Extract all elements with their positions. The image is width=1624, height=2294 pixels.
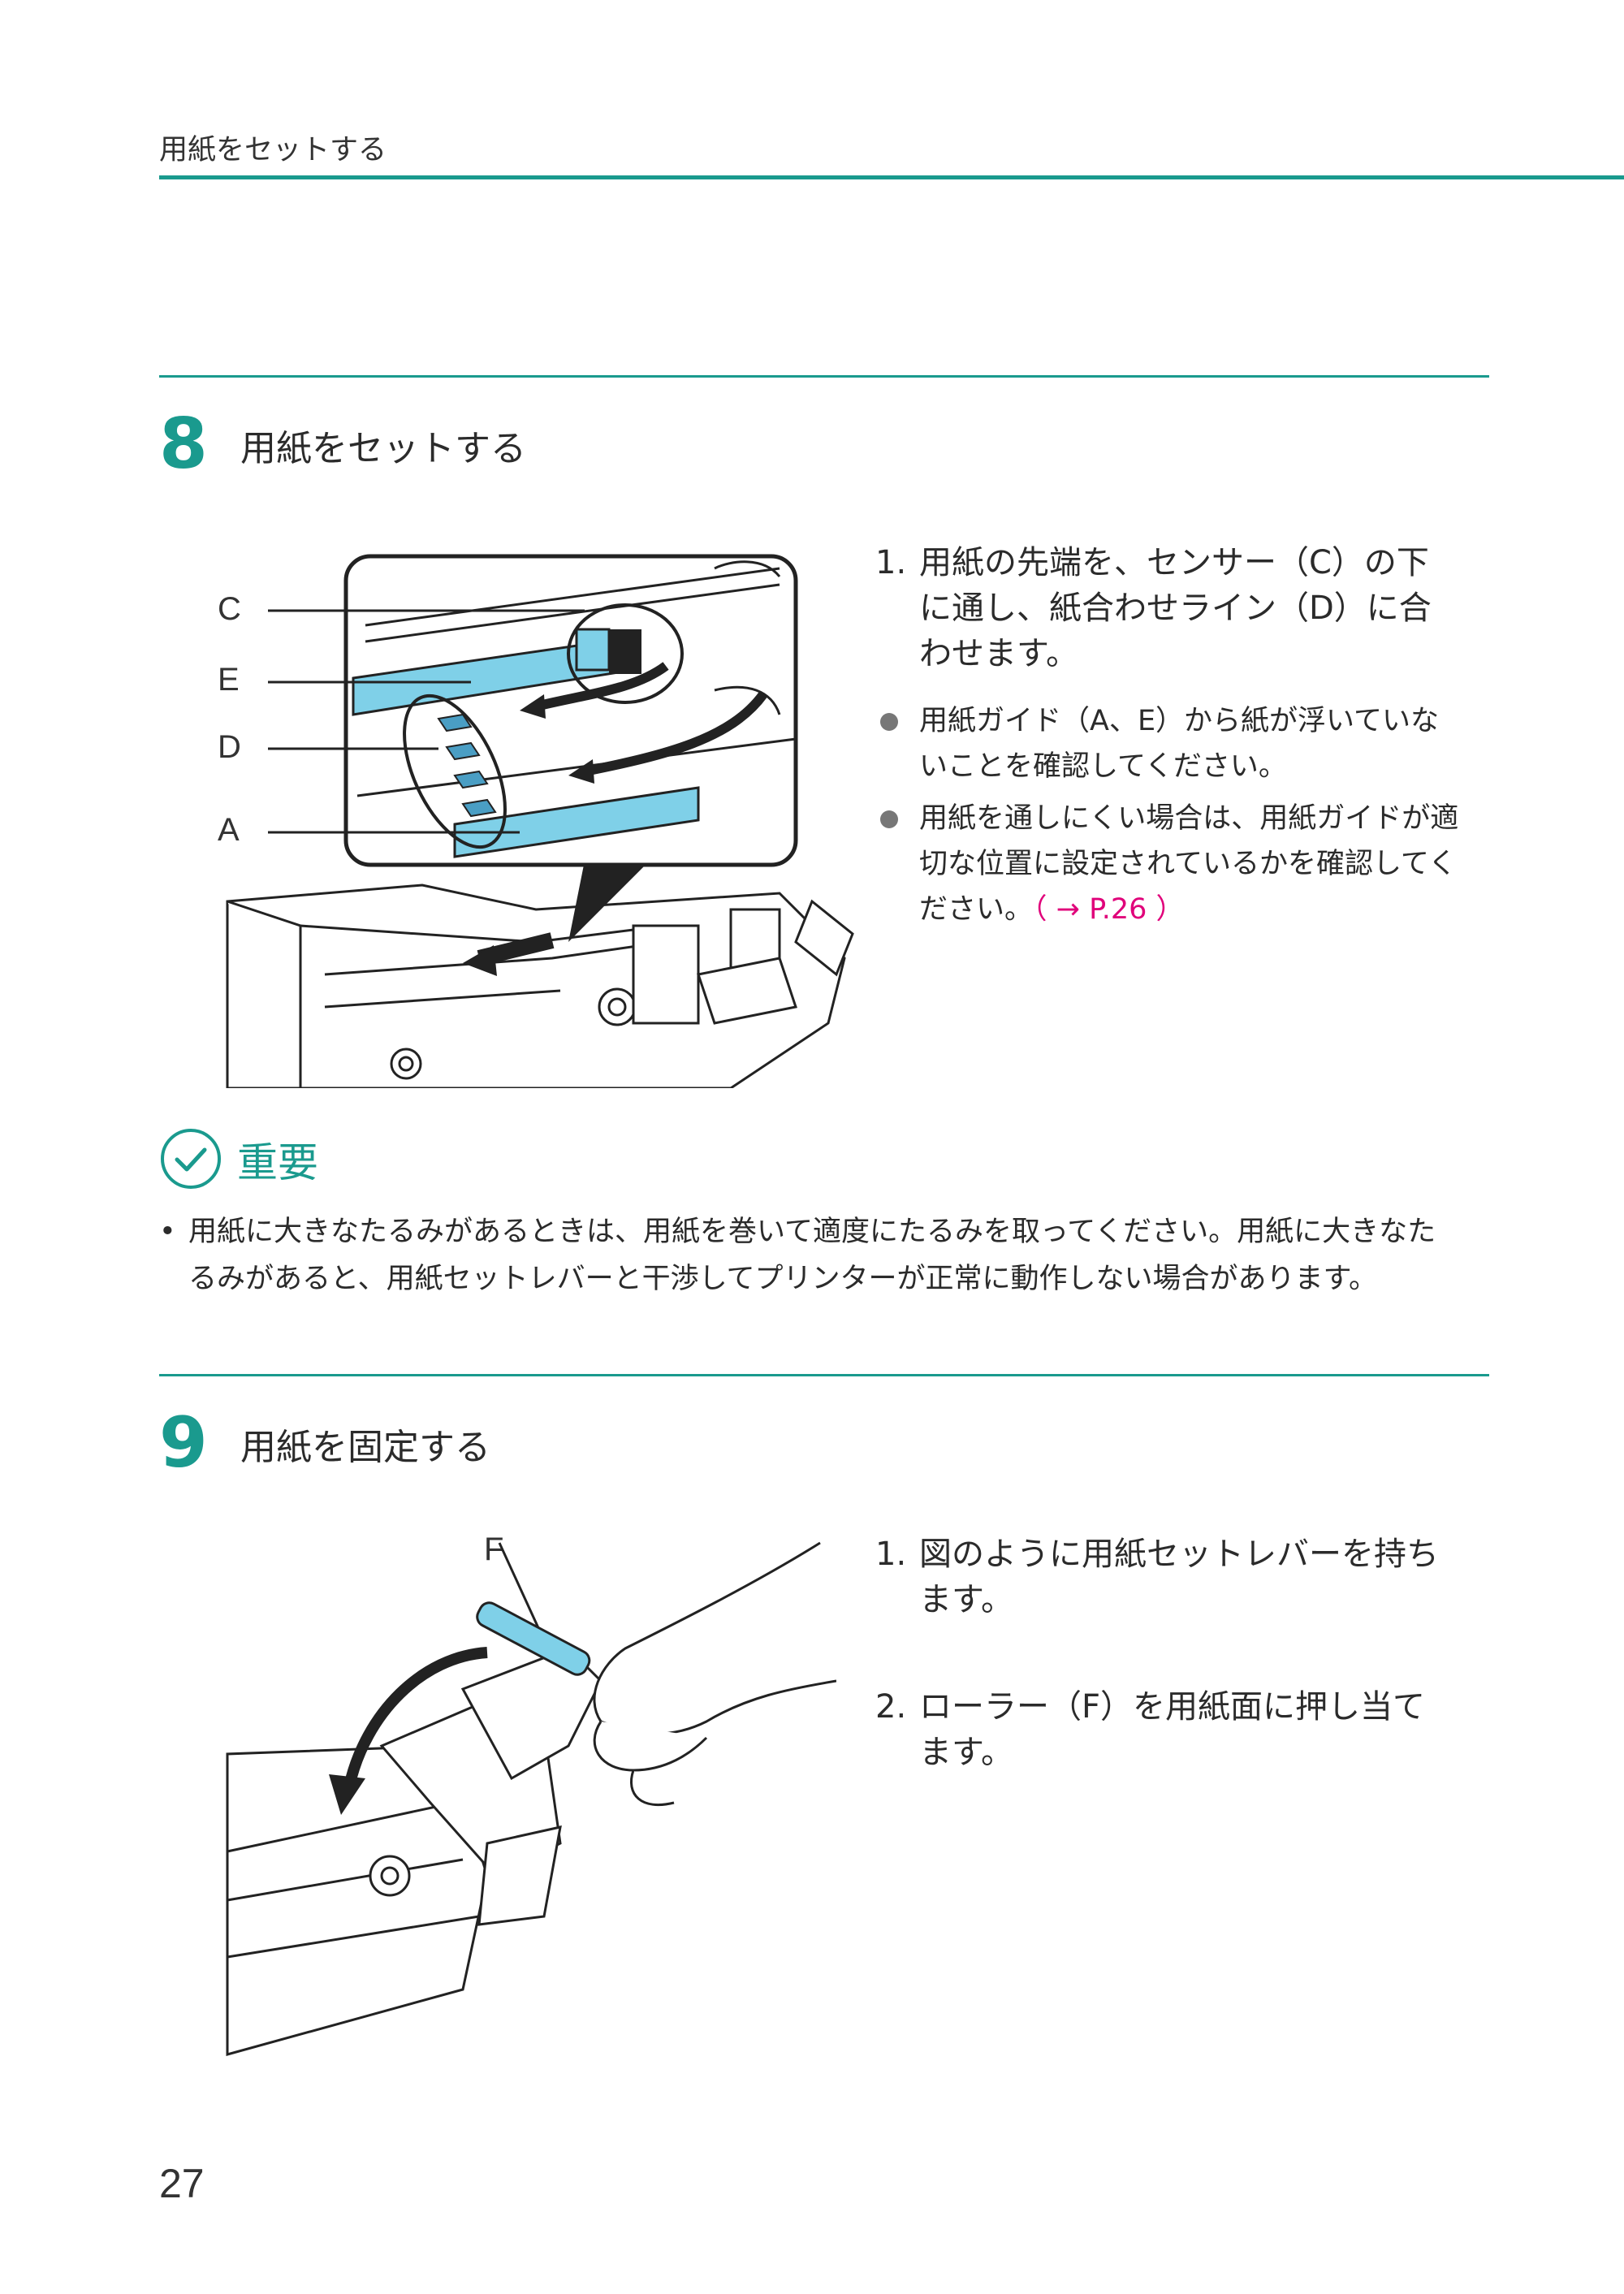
note-bullet: • — [159, 1216, 176, 1248]
step-title-8: 用紙をセットする — [240, 428, 526, 469]
label-f: F — [484, 1531, 504, 1567]
instruction-line: ます。 — [919, 1734, 1013, 1771]
step9-instruction-2: 2. ローラー（F）を用紙面に押し当て ます。 — [875, 1684, 1476, 1782]
instruction-line: ローラー（F）を用紙面に押し当て — [919, 1688, 1426, 1726]
paper-loading-illustration — [226, 554, 854, 1088]
step9-instruction-1: 1. 図のように用紙セットレバーを持ち ます。 — [875, 1531, 1476, 1629]
instruction-line: に通し、紙合わせライン（D）に合 — [919, 590, 1432, 627]
section-rule-step9 — [159, 1374, 1489, 1376]
bullet-line: 用紙を通しにくい場合は、用紙ガイドが適 — [919, 802, 1459, 835]
instruction-line: ます。 — [919, 1581, 1013, 1618]
label-leader-lines — [268, 609, 585, 834]
bullet-line: いことを確認してください。 — [919, 750, 1287, 783]
bullet-line: ださい。 — [919, 893, 1034, 926]
page-number: 27 — [159, 2161, 205, 2206]
step-number-9: 9 — [159, 1402, 208, 1484]
instruction-number: 1. — [875, 1536, 907, 1573]
header-rule — [159, 175, 1624, 179]
step-title-9: 用紙を固定する — [240, 1427, 490, 1468]
check-circle-icon — [161, 1129, 221, 1189]
note-line: るみがあると、用紙セットレバーと干渉してプリンターが正常に動作しない場合がありま… — [188, 1263, 1378, 1295]
instruction-line: 用紙の先端を、センサー（C）の下 — [919, 544, 1429, 581]
bullet-line: 用紙ガイド（A、E）から紙が浮いていな — [919, 705, 1440, 737]
instruction-line: 図のように用紙セットレバーを持ち — [919, 1536, 1439, 1573]
note-line: 用紙に大きなたるみがあるときは、用紙を巻いて適度にたるみを取ってください。用紙に… — [188, 1216, 1436, 1248]
bullet-dot — [880, 810, 898, 828]
bullet-dot — [880, 713, 898, 731]
step8-bullet-1: 用紙ガイド（A、E）から紙が浮いていな いことを確認してください。 — [875, 698, 1476, 796]
important-title: 重要 — [237, 1139, 318, 1186]
instruction-number: 2. — [875, 1688, 907, 1726]
instruction-number: 1. — [875, 544, 907, 581]
instruction-line: わせます。 — [919, 635, 1078, 672]
label-d: D — [218, 729, 241, 765]
label-e: E — [218, 662, 240, 698]
bullet-line: 切な位置に設定されているかを確認してく — [919, 848, 1457, 880]
section-rule-step8 — [159, 375, 1489, 378]
step8-bullet-2: 用紙を通しにくい場合は、用紙ガイドが適 切な位置に設定されているかを確認してく … — [875, 796, 1492, 942]
running-header: 用紙をセットする — [159, 134, 387, 166]
label-c: C — [218, 591, 241, 627]
lever-illustration — [226, 1541, 836, 2056]
page-reference-link[interactable]: （ → P.26 ） — [1033, 893, 1185, 926]
label-a: A — [218, 812, 240, 848]
step8-instruction-1: 1. 用紙の先端を、センサー（C）の下 に通し、紙合わせライン（D）に合 わせま… — [875, 540, 1476, 678]
step-number-8: 8 — [159, 404, 208, 485]
